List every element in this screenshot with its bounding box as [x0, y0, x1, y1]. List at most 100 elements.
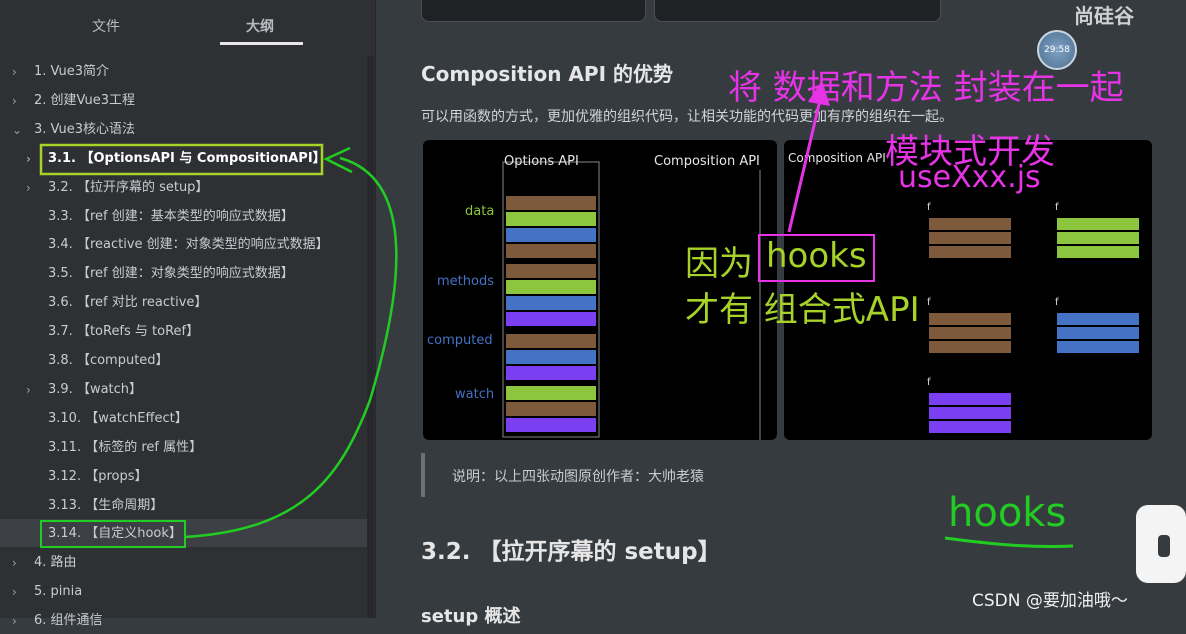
- function-mark: f: [1055, 202, 1059, 213]
- color-block: [506, 228, 596, 242]
- color-block: [929, 341, 1011, 353]
- composition-api-title: Composition API: [654, 154, 760, 169]
- toc-item[interactable]: › 2. 创建Vue3工程: [0, 88, 366, 114]
- chevron-right-icon[interactable]: ›: [26, 180, 31, 195]
- toc-item[interactable]: 3.3. 【ref 创建：基本类型的响应式数据】: [0, 204, 366, 230]
- toc-item[interactable]: ⌄ 3. Vue3核心语法: [0, 117, 366, 143]
- tab-files[interactable]: 文件: [92, 19, 120, 35]
- color-block: [929, 393, 1011, 405]
- toc-item-label: 3.2. 【拉开序幕的 setup】: [48, 179, 209, 195]
- color-block: [929, 232, 1011, 244]
- quote-text: 说明：以上四张动图原创作者：大帅老猿: [452, 469, 704, 485]
- chevron-right-icon[interactable]: ›: [12, 614, 17, 629]
- chevron-right-icon[interactable]: ›: [26, 382, 31, 397]
- chevron-right-icon[interactable]: ›: [12, 556, 17, 571]
- chevron-right-icon[interactable]: ›: [26, 151, 31, 166]
- chevron-right-icon[interactable]: ›: [12, 93, 17, 108]
- annotation-encapsulate: 将 数据和方法 封装在一起: [728, 68, 1124, 108]
- toc-item-label: 6. 组件通信: [34, 613, 103, 629]
- label-methods: methods: [437, 274, 494, 289]
- outline-sidebar: 文件 大纲 › 1. Vue3简介 › 2. 创建Vue3工程 ⌄ 3. Vue3核心语法…: [0, 0, 376, 628]
- toc-item[interactable]: 3.11. 【标签的 ref 属性】: [0, 435, 366, 461]
- section-heading-setup: 3.2. 【拉开序幕的 setup】: [421, 539, 721, 565]
- toc-item[interactable]: 3.14. 【自定义hook】: [0, 521, 366, 547]
- function-mark: f: [1055, 297, 1059, 308]
- toc-item[interactable]: 3.10. 【watchEffect】: [0, 406, 366, 432]
- toc-item-label: 3.7. 【toRefs 与 toRef】: [48, 324, 200, 340]
- toc-item-label: 3.14. 【自定义hook】: [48, 526, 182, 542]
- options-api-title: Options API: [504, 154, 579, 169]
- annotation-modular: 模块式开发: [885, 132, 1055, 172]
- toc-item-label: 3. Vue3核心语法: [34, 121, 136, 137]
- toc-item-label: 2. 创建Vue3工程: [34, 92, 136, 108]
- label-watch: watch: [455, 387, 494, 402]
- sidebar-tabs: 文件 大纲: [0, 0, 376, 50]
- toc-item[interactable]: 3.13. 【生命周期】: [0, 493, 366, 519]
- blockquote: 说明：以上四张动图原创作者：大帅老猿: [421, 453, 1121, 497]
- chevron-right-icon[interactable]: ›: [12, 65, 17, 79]
- annotation-hooks-bottom: hooks: [948, 490, 1067, 536]
- toc-item[interactable]: 3.6. 【ref 对比 reactive】: [0, 290, 366, 316]
- toc-item-label: 3.1. 【OptionsAPI 与 CompositionAPI】: [48, 150, 326, 166]
- toc-item-label: 3.6. 【ref 对比 reactive】: [48, 295, 208, 311]
- toc-item[interactable]: › 5. pinia: [0, 579, 366, 605]
- color-block: [1057, 327, 1139, 339]
- options-api-illustration: Options API Composition API data methods…: [427, 154, 761, 440]
- toc-item[interactable]: 3.7. 【toRefs 与 toRef】: [0, 319, 366, 345]
- chevron-right-icon[interactable]: ›: [12, 585, 17, 600]
- color-block: [506, 312, 596, 326]
- color-block: [1057, 218, 1139, 230]
- color-block: [929, 313, 1011, 325]
- toc-item-label: 3.12. 【props】: [48, 468, 148, 484]
- color-block: [506, 418, 596, 432]
- toc-item[interactable]: › 3.1. 【OptionsAPI 与 CompositionAPI】: [0, 146, 366, 172]
- color-block: [506, 280, 596, 294]
- toc-item[interactable]: › 3.2. 【拉开序幕的 setup】: [0, 175, 366, 201]
- composition-api-title-right: Composition API: [788, 151, 886, 165]
- annotation-hooks-boxed: hooks: [758, 234, 875, 282]
- document-content: Composition API 的优势 可以用函数的方式，更加优雅的组织代码，让…: [376, 0, 1174, 627]
- toc-item[interactable]: › 6. 组件通信: [0, 608, 366, 634]
- toc-item[interactable]: ›3.9. 【watch】: [0, 377, 366, 403]
- color-block: [929, 246, 1011, 258]
- csdn-watermark: CSDN @要加油哦～: [972, 591, 1128, 611]
- color-block: [506, 334, 596, 348]
- logo-eye: [1158, 535, 1170, 557]
- color-block: [506, 350, 596, 364]
- toc-item-label: 3.5. 【ref 创建：对象类型的响应式数据】: [48, 266, 294, 282]
- color-block: [929, 327, 1011, 339]
- watermark-logo: 尚硅谷: [1074, 4, 1134, 28]
- function-mark: f: [927, 297, 931, 308]
- color-block: [929, 407, 1011, 419]
- toc-item-label: 5. pinia: [34, 584, 83, 600]
- toc-item-label: 1. Vue3简介: [34, 64, 110, 79]
- tab-outline[interactable]: 大纲: [246, 19, 274, 35]
- toc-item[interactable]: 3.4. 【reactive 创建：对象类型的响应式数据】: [0, 232, 366, 258]
- toc-item[interactable]: 3.5. 【ref 创建：对象类型的响应式数据】: [0, 261, 366, 287]
- color-block: [506, 296, 596, 310]
- color-block: [506, 196, 596, 210]
- clock-badge: 29:58: [1037, 30, 1077, 70]
- toc-item[interactable]: 3.12. 【props】: [0, 464, 366, 490]
- section-description: 可以用函数的方式，更加优雅的组织代码，让相关功能的代码更加有序的组织在一起。: [421, 109, 953, 125]
- section-heading: Composition API 的优势: [421, 62, 673, 86]
- toc-item[interactable]: › 1. Vue3简介: [0, 59, 366, 85]
- toc-item[interactable]: ›4. 路由: [0, 550, 366, 576]
- label-computed: computed: [427, 333, 493, 348]
- annotation-usexxx: useXxx.js: [898, 160, 1041, 195]
- sidebar-scrollbar[interactable]: [367, 56, 374, 618]
- color-block: [506, 386, 596, 400]
- function-mark: f: [927, 202, 931, 213]
- toc-item-label: 3.3. 【ref 创建：基本类型的响应式数据】: [48, 208, 294, 224]
- toc-item-label: 3.13. 【生命周期】: [48, 497, 164, 513]
- chevron-down-icon[interactable]: ⌄: [12, 122, 23, 137]
- color-block: [506, 366, 596, 380]
- color-block: [1057, 341, 1139, 353]
- toc-item[interactable]: 3.8. 【computed】: [0, 348, 366, 374]
- annotation-because: 因为: [685, 244, 753, 284]
- color-block: [1057, 246, 1139, 258]
- color-block: [506, 264, 596, 278]
